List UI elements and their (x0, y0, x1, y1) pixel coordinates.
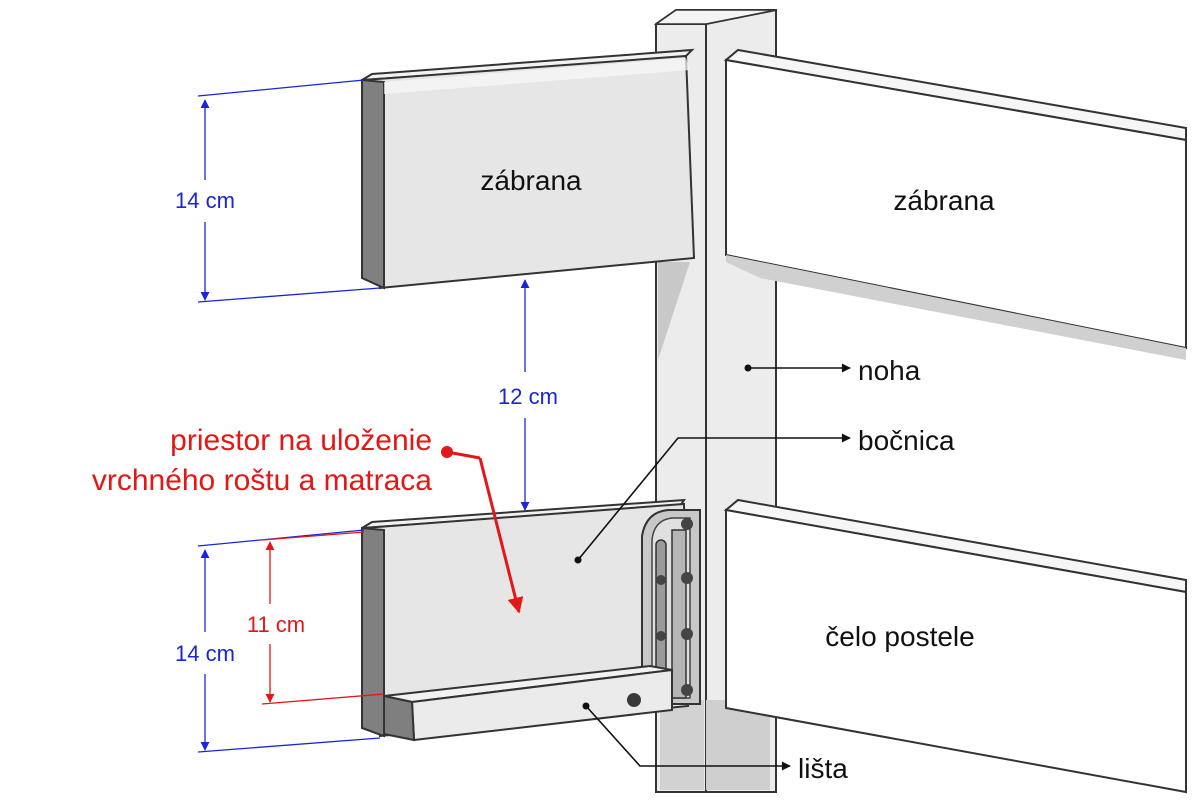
headboard-panel (723, 498, 1187, 794)
strip-bar (383, 664, 673, 742)
dimension-lines-red (261, 531, 385, 705)
strip-label: lišta (798, 753, 848, 784)
rail-height-dimension: 14 cm (175, 188, 235, 213)
right-rail-label: zábrana (893, 185, 995, 216)
headboard-label: čelo postele (825, 621, 974, 652)
leader-lines (574, 363, 851, 771)
top-rail-block (361, 48, 696, 290)
inner-height-dimension: 11 cm (247, 612, 305, 637)
space-note-line-1: priestor na uloženie (170, 424, 432, 457)
metal-bracket (641, 509, 701, 705)
gap-dimension: 12 cm (498, 384, 558, 409)
board-height-dimension: 14 cm (175, 641, 235, 666)
leg-label: noha (858, 355, 921, 386)
top-rail-label: zábrana (480, 165, 582, 196)
space-pointer-arrow (441, 446, 524, 614)
right-rail (723, 48, 1187, 360)
side-board-label: bočnica (858, 425, 955, 456)
space-note-line-2: vrchného roštu a matraca (92, 464, 432, 497)
